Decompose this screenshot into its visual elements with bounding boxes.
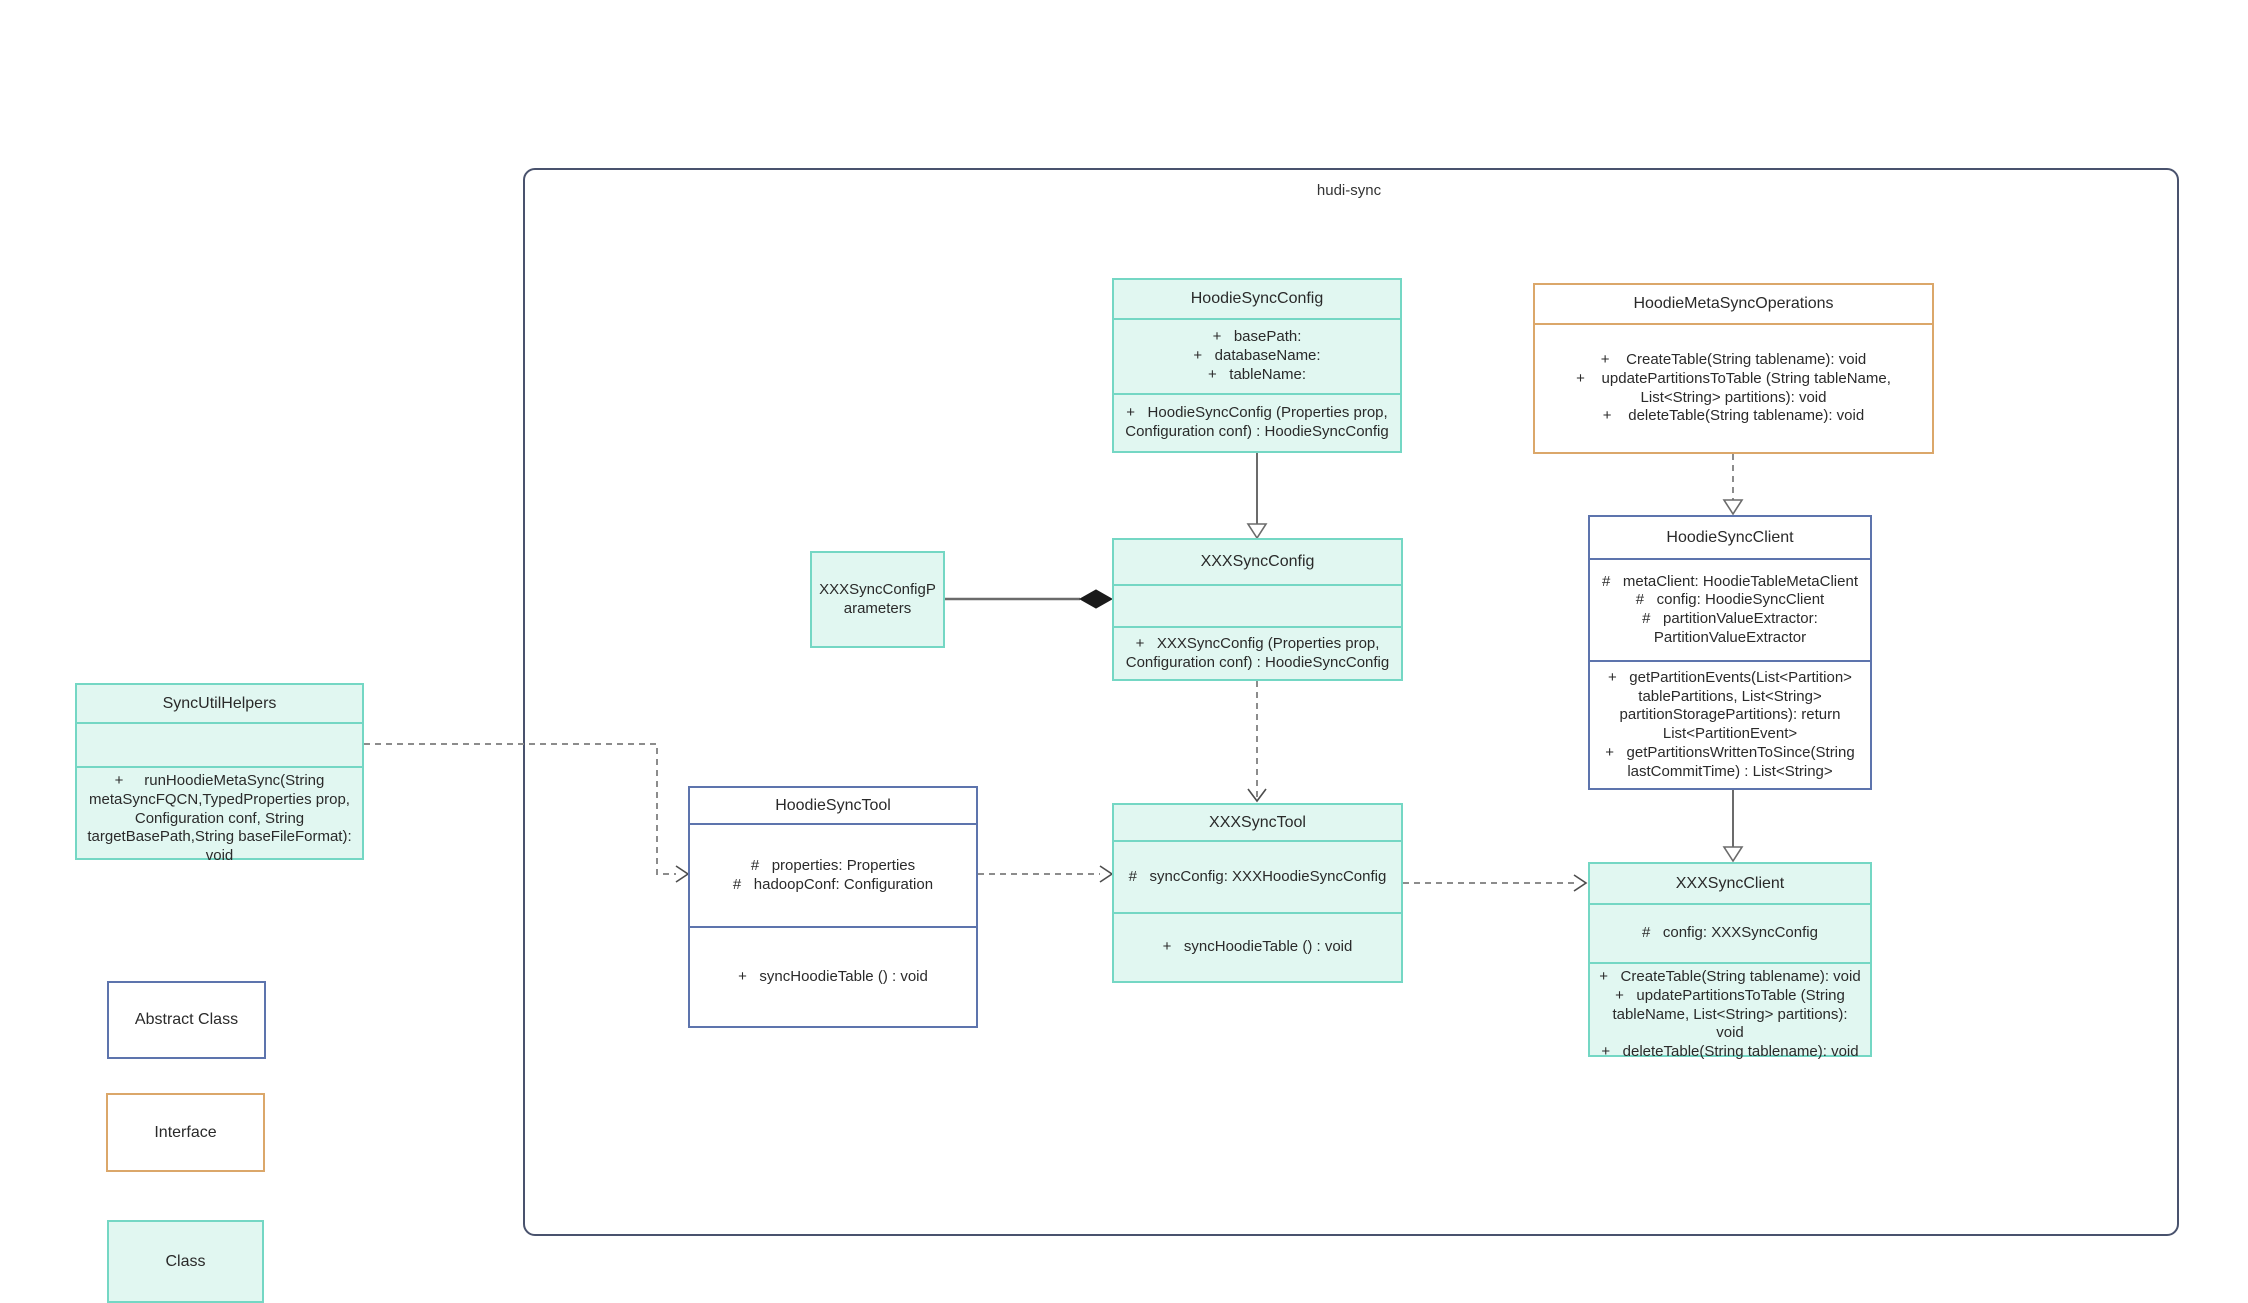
hudi-sync-group-container[interactable] (523, 168, 2179, 1236)
class-title: SyncUtilHelpers (77, 685, 362, 724)
member-line: # metaClient: HoodieTableMetaClient (1602, 572, 1858, 590)
class-title: HoodieMetaSyncOperations (1535, 285, 1932, 325)
member-line: + updatePartitionsToTable (String tableN… (1612, 986, 1852, 1042)
member-line: + basePath: (1212, 328, 1302, 346)
member-line: + syncHoodieTable () : void (738, 967, 928, 985)
member-line: + HoodieSyncConfig (Properties prop, Con… (1125, 404, 1392, 440)
member-line: + deleteTable(String tablename): void (1601, 1043, 1859, 1060)
class-title: HoodieSyncClient (1590, 517, 1870, 560)
fields-section (77, 724, 362, 768)
legend-label: Class (165, 1252, 206, 1270)
methods-section: + runHoodieMetaSync(String metaSyncFQCN,… (77, 768, 362, 870)
class-title: HoodieSyncTool (690, 788, 976, 825)
member-line: + databaseName: (1193, 347, 1321, 365)
methods-section: + CreateTable(String tablename): void+ u… (1590, 964, 1870, 1066)
interface-box-hoodie-meta-sync-operations[interactable]: HoodieMetaSyncOperations + CreateTable(S… (1533, 283, 1934, 454)
legend-label: Abstract Class (134, 1011, 239, 1028)
legend-interface[interactable]: Interface (106, 1093, 265, 1172)
abstract-box-hoodie-sync-client[interactable]: HoodieSyncClient # metaClient: HoodieTab… (1588, 515, 1872, 790)
legend-class[interactable]: Class (107, 1220, 264, 1303)
fields-section (1114, 586, 1401, 628)
member-line: + getPartitionEvents(List<Partition> tab… (1608, 668, 1857, 742)
member-line: # properties: Properties (750, 856, 916, 874)
member-line: # config: HoodieSyncClient (1635, 591, 1825, 609)
fields-section: + basePath:+ databaseName:+ tableName: (1114, 320, 1400, 395)
methods-section: + CreateTable(String tablename): void+ u… (1535, 325, 1932, 452)
class-title: XXXSyncConfigParameters (819, 580, 936, 617)
member-line: # syncConfig: XXXHoodieSyncConfig (1128, 867, 1387, 885)
abstract-box-hoodie-sync-tool[interactable]: HoodieSyncTool # properties: Properties#… (688, 786, 978, 1028)
member-line: + deleteTable(String tablename): void (1602, 407, 1865, 425)
fields-section: # config: XXXSyncConfig (1590, 905, 1870, 964)
fields-section: # metaClient: HoodieTableMetaClient# con… (1590, 560, 1870, 662)
class-box-xxx-sync-config[interactable]: XXXSyncConfig + XXXSyncConfig (Propertie… (1112, 538, 1403, 681)
member-line: + tableName: (1208, 365, 1306, 383)
fields-section: # syncConfig: XXXHoodieSyncConfig (1114, 842, 1401, 914)
methods-section: + HoodieSyncConfig (Properties prop, Con… (1114, 395, 1400, 451)
member-line: + updatePartitionsToTable (String tableN… (1576, 369, 1896, 406)
legend-abstract-class[interactable]: Abstract Class (107, 981, 266, 1059)
member-line: + CreateTable(String tablename): void (1599, 968, 1861, 985)
class-title: XXXSyncClient (1590, 864, 1870, 905)
class-box-xxx-sync-tool[interactable]: XXXSyncTool # syncConfig: XXXHoodieSyncC… (1112, 803, 1403, 983)
class-box-hoodie-sync-config[interactable]: HoodieSyncConfig + basePath:+ databaseNa… (1112, 278, 1402, 453)
member-line: + runHoodieMetaSync(String metaSyncFQCN,… (87, 772, 356, 864)
methods-section: + syncHoodieTable () : void (1114, 914, 1401, 981)
fields-section: # properties: Properties# hadoopConf: Co… (690, 825, 976, 928)
member-line: + getPartitionsWrittenToSince(String las… (1605, 743, 1859, 780)
class-box-xxx-sync-client[interactable]: XXXSyncClient # config: XXXSyncConfig + … (1588, 862, 1872, 1060)
class-box-xxx-sync-config-parameters[interactable]: XXXSyncConfigParameters (810, 551, 945, 648)
methods-section: + getPartitionEvents(List<Partition> tab… (1590, 662, 1870, 788)
group-label-hudi-sync: hudi-sync (1316, 182, 1382, 199)
class-title: HoodieSyncConfig (1114, 280, 1400, 320)
methods-section: + XXXSyncConfig (Properties prop, Config… (1114, 628, 1401, 679)
class-title: XXXSyncTool (1114, 805, 1401, 842)
class-title: XXXSyncConfig (1114, 540, 1401, 586)
methods-section: + syncHoodieTable () : void (690, 928, 976, 1026)
legend-label: Interface (154, 1123, 217, 1141)
member-line: + XXXSyncConfig (Properties prop, Config… (1125, 634, 1390, 671)
member-line: + syncHoodieTable () : void (1162, 938, 1353, 956)
member-line: # partitionValueExtractor: PartitionValu… (1642, 610, 1822, 646)
member-line: # config: XXXSyncConfig (1642, 924, 1818, 942)
class-box-sync-util-helpers[interactable]: SyncUtilHelpers + runHoodieMetaSync(Stri… (75, 683, 364, 864)
member-line: + CreateTable(String tablename): void (1600, 351, 1867, 368)
member-line: # hadoopConf: Configuration (732, 875, 934, 893)
